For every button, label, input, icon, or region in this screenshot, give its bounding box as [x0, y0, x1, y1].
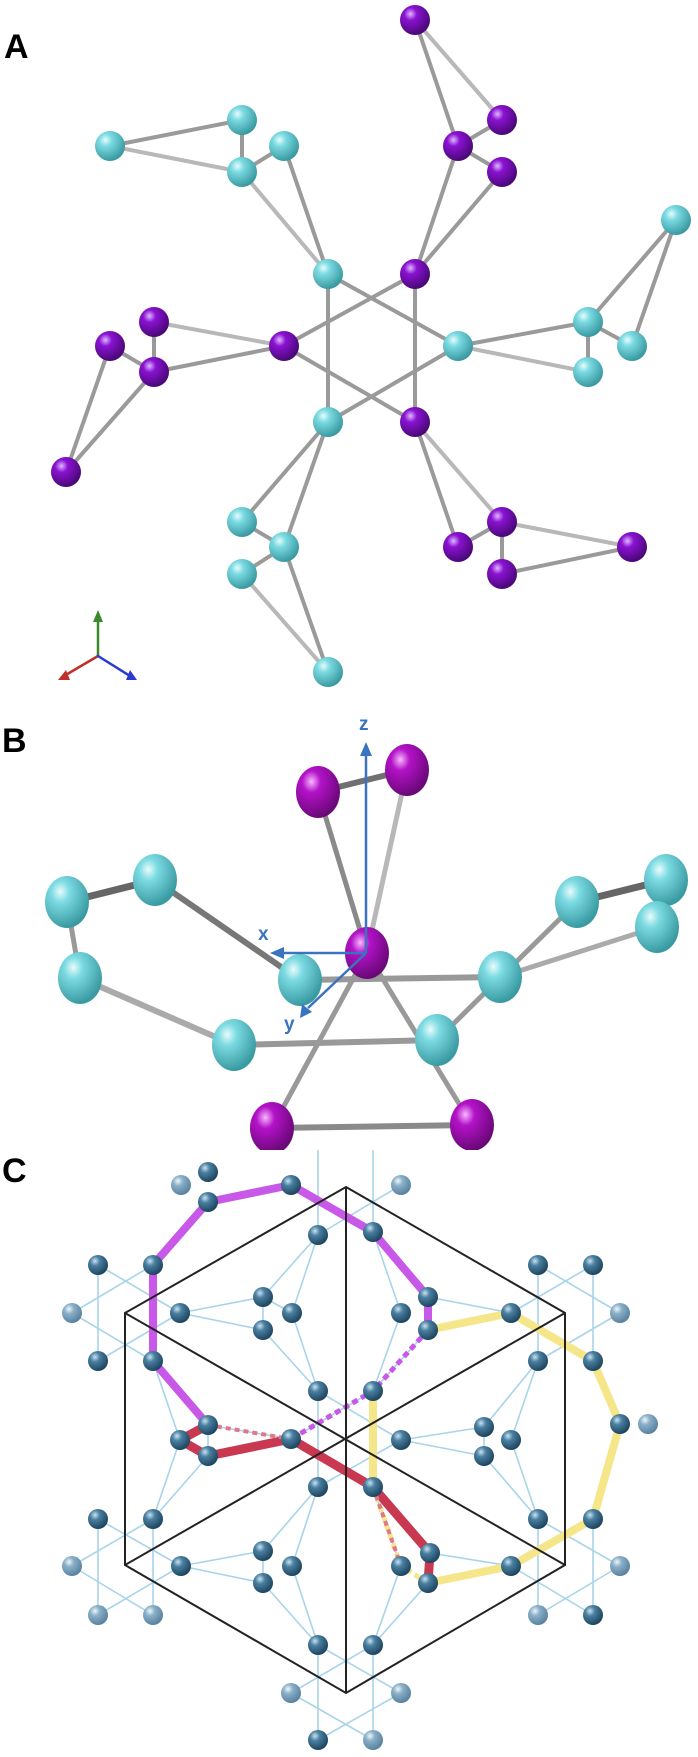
path-red-dashed: [207, 1423, 403, 1567]
panel-b: B: [0, 700, 698, 1150]
local-axes: [270, 742, 372, 1018]
bonds: [64, 18, 678, 674]
panel-c-label: C: [2, 1152, 27, 1190]
lattice-atoms: [88, 1162, 630, 1750]
panel-c: C: [0, 1140, 698, 1757]
panel-b-label: B: [2, 722, 27, 760]
panel-c-structure: [62, 1150, 658, 1750]
panel-a: A: [0, 0, 698, 700]
axis-z-label: z: [359, 714, 369, 735]
unit-cell: [124, 1185, 566, 1695]
axis-x-label: x: [258, 924, 269, 945]
panel-a-label: A: [4, 28, 29, 66]
axis-y-label: y: [284, 1014, 295, 1035]
path-yellow: [369, 1309, 624, 1587]
lattice-atoms-faded: [62, 1175, 658, 1750]
magenta-atoms: [250, 744, 494, 1150]
axis-triad-icon: [58, 610, 137, 680]
panel-b-structure: [45, 742, 688, 1150]
cyan-atoms: [95, 105, 691, 687]
panel-a-structure: [51, 5, 691, 687]
cyan-atoms: [45, 854, 688, 1071]
purple-atoms: [51, 5, 647, 589]
